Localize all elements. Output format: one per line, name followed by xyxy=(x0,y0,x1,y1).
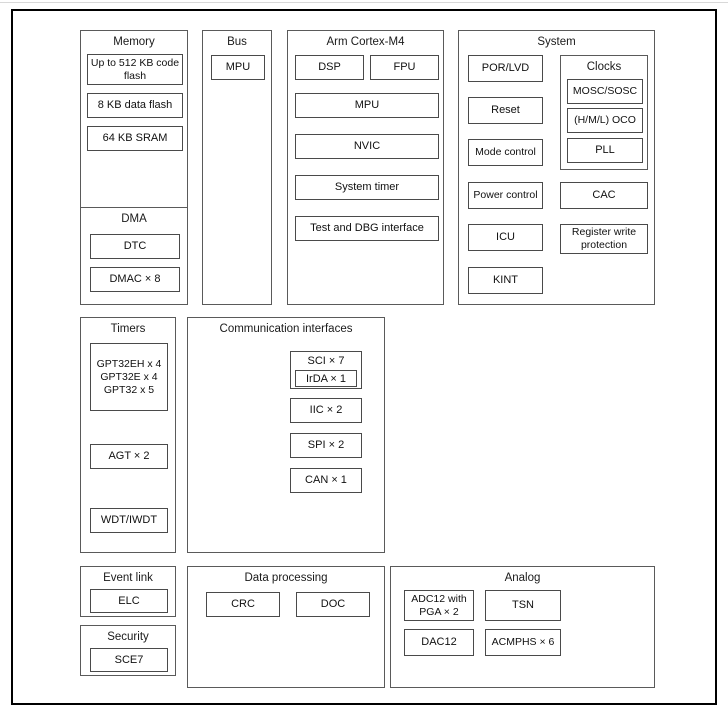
block-acmphs[interactable]: ACMPHS × 6 xyxy=(485,629,561,656)
group-dma: DMA DTC DMAC × 8 xyxy=(80,207,188,305)
block-mode-control[interactable]: Mode control xyxy=(468,139,543,166)
group-cortex-title: Arm Cortex-M4 xyxy=(326,36,405,48)
block-sci[interactable]: SCI × 7 IrDA × 1 xyxy=(290,351,362,389)
block-cac[interactable]: CAC xyxy=(560,182,648,209)
block-sci-label: SCI × 7 xyxy=(307,355,345,367)
block-register-write-protection[interactable]: Register write protection xyxy=(560,224,648,254)
block-system-timer[interactable]: System timer xyxy=(295,175,439,200)
block-can[interactable]: CAN × 1 xyxy=(290,468,362,493)
group-timers: Timers GPT32EH x 4 GPT32E x 4 GPT32 x 5 … xyxy=(80,317,176,553)
group-analog: Analog ADC12 with PGA × 2 TSN DAC12 ACMP… xyxy=(390,566,655,688)
block-dmac[interactable]: DMAC × 8 xyxy=(90,267,180,292)
group-data-processing: Data processing CRC DOC xyxy=(187,566,385,688)
block-sram[interactable]: 64 KB SRAM xyxy=(87,126,183,151)
block-crc[interactable]: CRC xyxy=(206,592,280,617)
block-dac12[interactable]: DAC12 xyxy=(404,629,474,656)
block-hml-oco[interactable]: (H/M/L) OCO xyxy=(567,108,643,133)
block-reset[interactable]: Reset xyxy=(468,97,543,124)
block-pll[interactable]: PLL xyxy=(567,138,643,163)
block-wdt-iwdt[interactable]: WDT/IWDT xyxy=(90,508,168,533)
subgroup-clocks: Clocks MOSC/SOSC (H/M/L) OCO PLL xyxy=(560,55,648,170)
group-bus: Bus MPU xyxy=(202,30,272,305)
block-iic[interactable]: IIC × 2 xyxy=(290,398,362,423)
block-cortex-mpu[interactable]: MPU xyxy=(295,93,439,118)
block-power-control[interactable]: Power control xyxy=(468,182,543,209)
subgroup-clocks-title: Clocks xyxy=(586,61,622,73)
group-event-link: Event link ELC xyxy=(80,566,176,617)
group-memory: Memory Up to 512 KB code flash 8 KB data… xyxy=(80,30,188,219)
block-nvic[interactable]: NVIC xyxy=(295,134,439,159)
block-agt[interactable]: AGT × 2 xyxy=(90,444,168,469)
group-communication-interfaces: Communication interfaces SCI × 7 IrDA × … xyxy=(187,317,385,553)
group-security-title: Security xyxy=(107,631,149,643)
block-gpt-timers[interactable]: GPT32EH x 4 GPT32E x 4 GPT32 x 5 xyxy=(90,343,168,411)
block-icu[interactable]: ICU xyxy=(468,224,543,251)
group-memory-title: Memory xyxy=(113,36,155,48)
block-test-dbg-interface[interactable]: Test and DBG interface xyxy=(295,216,439,241)
block-irda[interactable]: IrDA × 1 xyxy=(295,370,357,387)
block-bus-mpu[interactable]: MPU xyxy=(211,55,265,80)
block-dsp[interactable]: DSP xyxy=(295,55,364,80)
block-data-flash[interactable]: 8 KB data flash xyxy=(87,93,183,118)
block-tsn[interactable]: TSN xyxy=(485,590,561,621)
group-system: System POR/LVD Reset Mode control Power … xyxy=(458,30,655,305)
group-security: Security SCE7 xyxy=(80,625,176,676)
block-elc[interactable]: ELC xyxy=(90,589,168,613)
block-fpu[interactable]: FPU xyxy=(370,55,439,80)
group-timers-title: Timers xyxy=(110,323,146,335)
block-doc[interactable]: DOC xyxy=(296,592,370,617)
group-dma-title: DMA xyxy=(121,213,147,225)
group-system-title: System xyxy=(537,36,576,48)
group-arm-cortex-m4: Arm Cortex-M4 DSP FPU MPU NVIC System ti… xyxy=(287,30,444,305)
top-divider-rule xyxy=(0,2,728,3)
block-sce7[interactable]: SCE7 xyxy=(90,648,168,672)
block-dtc[interactable]: DTC xyxy=(90,234,180,259)
diagram-outer-frame: Memory Up to 512 KB code flash 8 KB data… xyxy=(11,9,717,705)
group-analog-title: Analog xyxy=(504,572,541,584)
group-data-processing-title: Data processing xyxy=(244,572,328,584)
block-spi[interactable]: SPI × 2 xyxy=(290,433,362,458)
block-kint[interactable]: KINT xyxy=(468,267,543,294)
block-code-flash[interactable]: Up to 512 KB code flash xyxy=(87,54,183,85)
block-adc12-pga[interactable]: ADC12 with PGA × 2 xyxy=(404,590,474,621)
group-comm-title: Communication interfaces xyxy=(219,323,353,335)
block-mosc-sosc[interactable]: MOSC/SOSC xyxy=(567,79,643,104)
block-por-lvd[interactable]: POR/LVD xyxy=(468,55,543,82)
group-event-link-title: Event link xyxy=(103,572,153,584)
group-bus-title: Bus xyxy=(227,36,247,48)
